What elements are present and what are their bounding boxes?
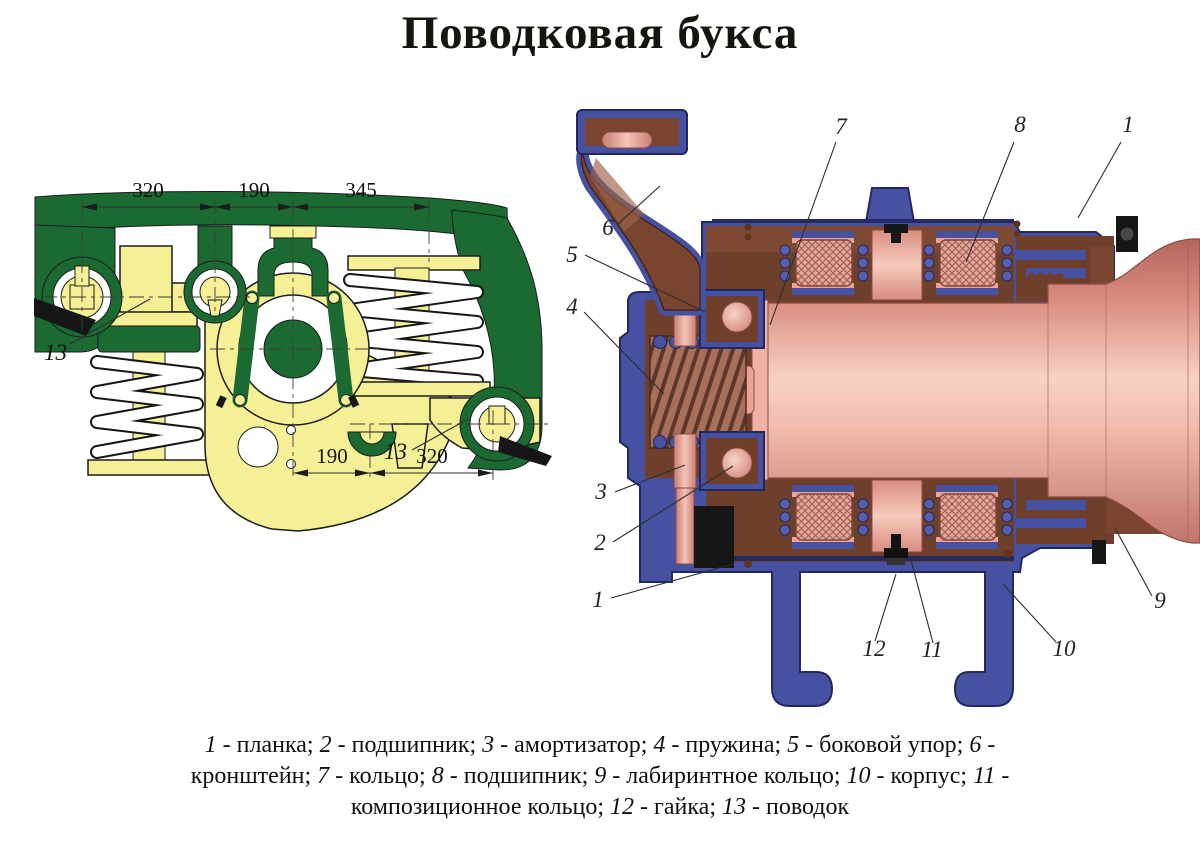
top-bracket xyxy=(257,232,329,297)
centerlines xyxy=(42,200,550,480)
parts-legend: 1 - планка; 2 - подшипник; 3 - амортизат… xyxy=(0,730,1200,824)
dim-top-320: 320 xyxy=(132,178,164,202)
cross-section-view: 6 7 8 1 5 4 3 2 1 12 11 10 9 xyxy=(566,109,1200,707)
callout-leaders xyxy=(583,141,1153,644)
page-title: Поводковая букса xyxy=(401,7,799,59)
bottom-plate xyxy=(712,556,1014,561)
dimension-chain-bottom: 190 320 xyxy=(293,444,493,477)
left-coil-spring xyxy=(87,325,211,476)
callout-1-bottom: 1 xyxy=(592,587,604,612)
spring-assembly xyxy=(649,289,765,568)
bearing-top-left xyxy=(779,231,869,295)
callout-numbers: 6 7 8 1 5 4 3 2 1 12 11 10 9 xyxy=(566,112,1166,662)
dimension-chain-top: 320 190 345 xyxy=(82,178,429,211)
bracket-bolt-slot xyxy=(601,131,653,149)
stop-ball-bottom xyxy=(721,447,753,479)
stop-ball-top xyxy=(721,301,753,333)
callout-7: 7 xyxy=(835,114,848,139)
bearing-bottom-right xyxy=(923,485,1013,549)
callout-11: 11 xyxy=(921,637,942,662)
left-side-view: 320 190 345 190 320 13 13 xyxy=(34,178,552,532)
callout-12: 12 xyxy=(863,636,886,661)
dim-top-190: 190 xyxy=(238,178,270,202)
callout-5: 5 xyxy=(566,242,578,267)
callout-1-top: 1 xyxy=(1122,112,1134,137)
callout-3: 3 xyxy=(594,479,607,504)
legend-line-2: кронштейн; 7 - кольцо; 8 - подшипник; 9 … xyxy=(190,763,1010,790)
callout-2: 2 xyxy=(594,530,606,555)
roller-bearings xyxy=(779,224,1013,565)
top-plate xyxy=(712,219,1014,223)
coil-spring-section xyxy=(649,335,747,449)
callout-4: 4 xyxy=(566,294,578,319)
dim-bottom-320: 320 xyxy=(416,444,448,468)
part-label-13-left: 13 xyxy=(44,298,151,365)
dim-bottom-190: 190 xyxy=(316,444,348,468)
svg-text:13: 13 xyxy=(384,439,407,464)
callout-6: 6 xyxy=(602,215,614,240)
callout-10: 10 xyxy=(1053,636,1077,661)
legend-line-3: композиционное кольцо; 12 - гайка; 13 - … xyxy=(350,794,850,821)
legend-line-1: 1 - планка; 2 - подшипник; 3 - амортизат… xyxy=(204,732,996,758)
side-stop-bottom xyxy=(673,431,765,565)
rubber-block xyxy=(694,506,734,568)
bearing-bottom-left xyxy=(779,485,869,549)
damper-cylinder-bottom xyxy=(673,433,697,489)
right-coil-spring xyxy=(343,255,491,397)
callout-8: 8 xyxy=(1014,112,1026,137)
nut-and-bolt xyxy=(884,534,908,565)
wedge-right xyxy=(498,436,552,466)
wedge-left xyxy=(34,298,96,336)
callout-9: 9 xyxy=(1154,588,1166,613)
dim-top-345: 345 xyxy=(345,178,377,202)
part-label-13-right: 13 xyxy=(384,418,469,464)
bearing-top-right xyxy=(923,231,1013,295)
svg-text:13: 13 xyxy=(44,340,67,365)
center-hub xyxy=(215,225,370,426)
side-stop-top xyxy=(673,289,765,349)
bracket xyxy=(576,109,706,316)
